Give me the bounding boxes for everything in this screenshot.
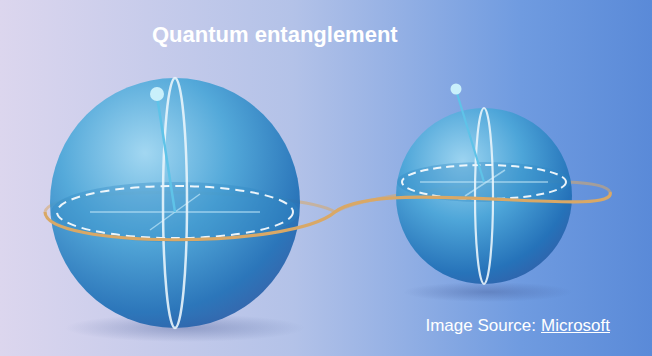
source-credit: Image Source:Microsoft bbox=[425, 316, 610, 336]
bloch-sphere bbox=[50, 78, 300, 328]
source-link: Microsoft bbox=[541, 316, 610, 336]
bloch-sphere bbox=[396, 84, 572, 285]
source-label: Image Source: bbox=[425, 316, 536, 336]
title: Quantum entanglement bbox=[152, 22, 398, 48]
entanglement-loop bbox=[45, 192, 610, 240]
